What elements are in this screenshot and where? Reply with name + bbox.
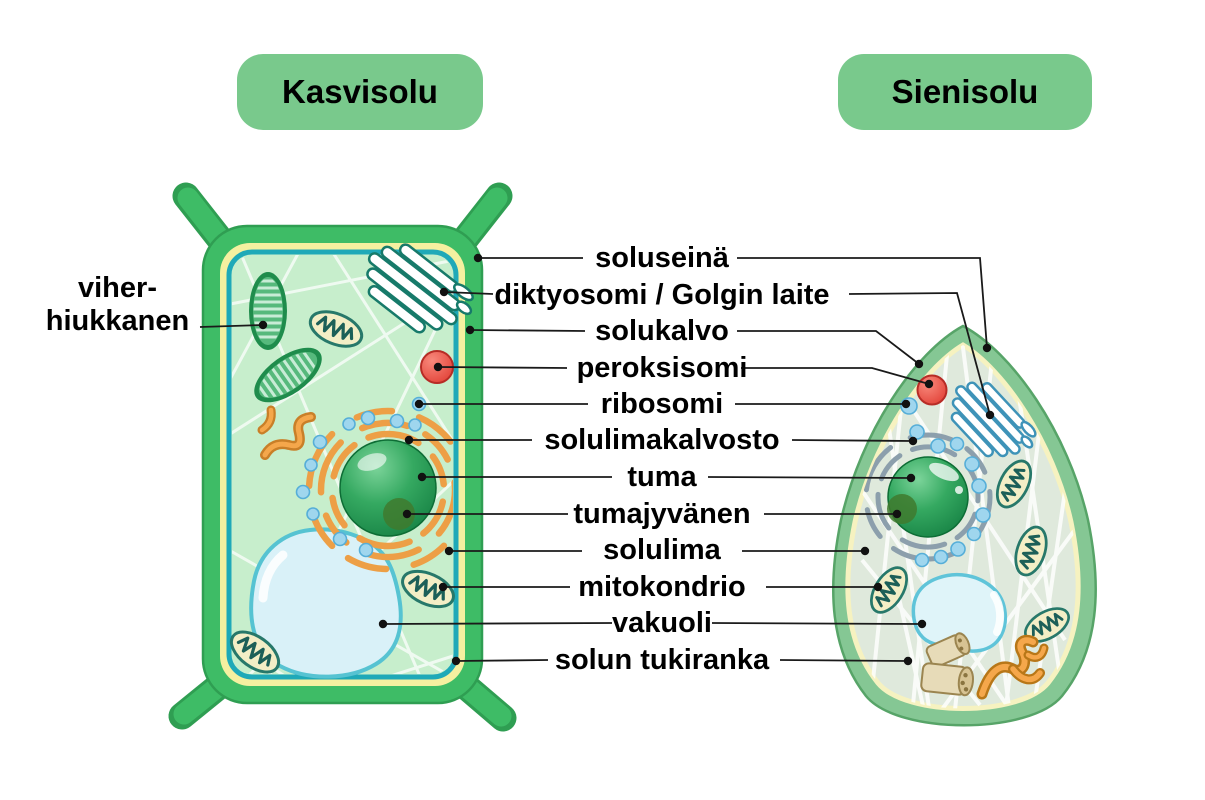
label-vakuoli: vakuoli <box>612 607 712 639</box>
label-solun-tukiranka: solun tukiranka <box>554 644 770 676</box>
label-ribosomi: ribosomi <box>600 388 724 420</box>
label-diktyosomi: diktyosomi / Golgin laite <box>494 279 830 311</box>
storage-granules-fungal <box>920 632 974 697</box>
header-fungal-cell-label: Sienisolu <box>891 73 1039 110</box>
er-squiggle-plant <box>257 405 316 460</box>
label-solulima: solulima <box>603 534 721 566</box>
label-soluseina: soluseinä <box>595 242 729 274</box>
vacuole-fungal <box>911 572 1007 653</box>
chloroplast-1 <box>249 272 287 350</box>
label-viherhiukkanen-line1: viher- <box>78 272 157 304</box>
leader-dots <box>258 253 995 666</box>
label-mitokondrio: mitokondrio <box>578 571 746 603</box>
label-viherhiukkanen-line2: hiukkanen <box>45 305 190 337</box>
label-tuma: tuma <box>627 461 697 493</box>
nucleus-plant <box>339 439 437 537</box>
ribosomes-plant <box>295 396 427 558</box>
er-squiggle-fungal <box>976 634 1049 700</box>
header-fungal-cell: Sienisolu <box>838 54 1092 130</box>
label-peroksisomi: peroksisomi <box>576 352 748 384</box>
er-plant <box>305 407 453 573</box>
label-solulimakalvosto: solulimakalvosto <box>544 424 780 456</box>
label-tumajyvanen: tumajyvänen <box>573 498 751 530</box>
leader-lines <box>199 257 991 662</box>
header-plant-cell-label: Kasvisolu <box>282 73 438 110</box>
fungal-cell <box>831 324 1097 727</box>
plant-cell <box>168 182 517 732</box>
nucleolus-plant <box>383 498 415 530</box>
label-solukalvo: solukalvo <box>595 315 729 347</box>
label-viherhiukkanen: viher- hiukkanen <box>30 272 205 338</box>
header-plant-cell: Kasvisolu <box>237 54 483 130</box>
